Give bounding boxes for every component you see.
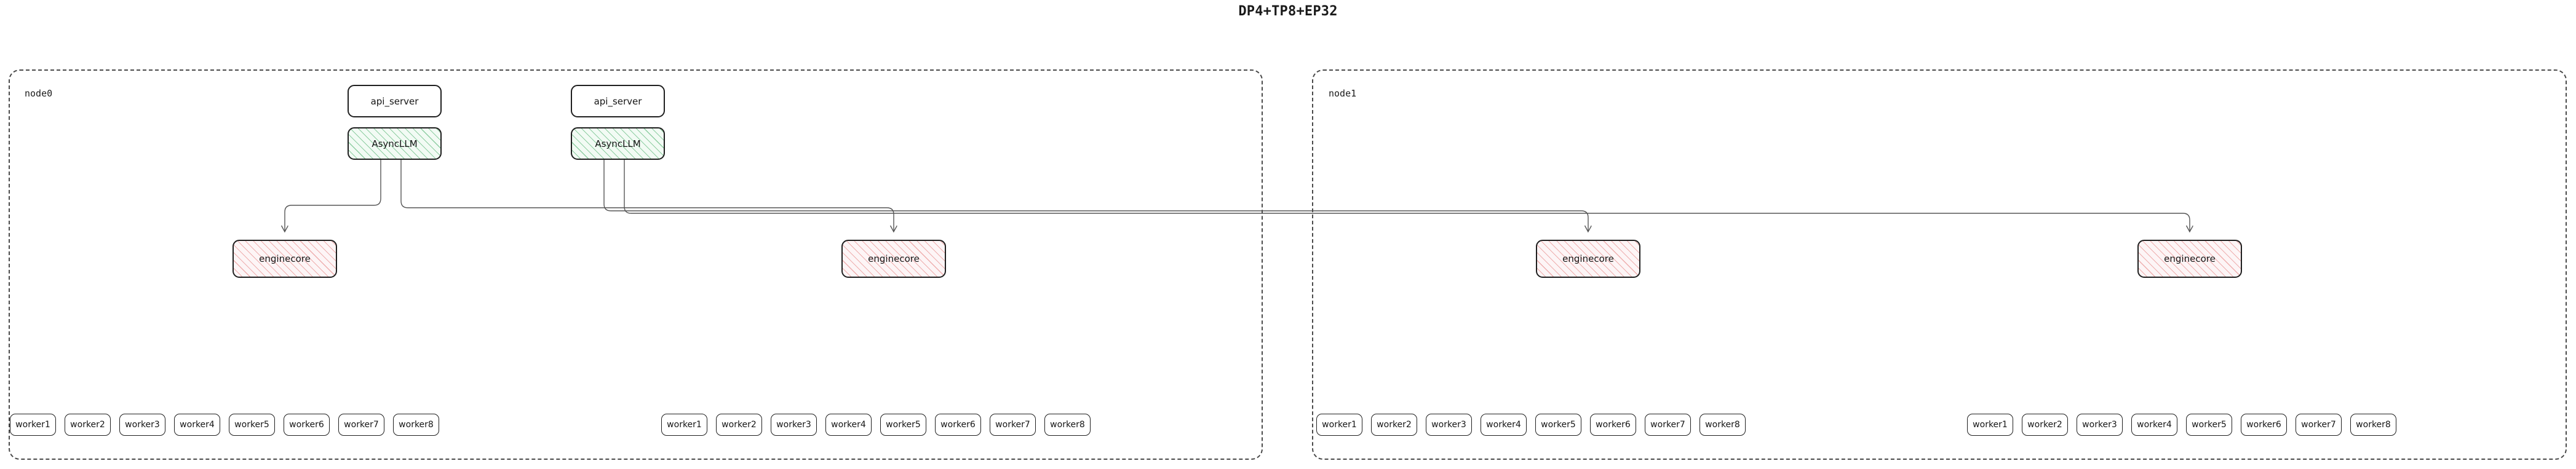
- node-enginecore_3[interactable]: enginecore: [2137, 240, 2242, 278]
- worker-box[interactable]: worker1: [1316, 414, 1362, 436]
- worker-box[interactable]: worker4: [825, 414, 872, 436]
- node-label: enginecore: [1562, 253, 1614, 264]
- worker-label: worker6: [289, 420, 324, 430]
- worker-box[interactable]: worker1: [1967, 414, 2013, 436]
- worker-box[interactable]: worker1: [661, 414, 707, 436]
- worker-box[interactable]: worker8: [2350, 414, 2396, 436]
- cluster-node0: [9, 69, 1263, 460]
- worker-label: worker8: [1705, 420, 1740, 430]
- worker-box[interactable]: worker4: [174, 414, 220, 436]
- worker-box[interactable]: worker1: [10, 414, 56, 436]
- worker-label: worker6: [2246, 420, 2281, 430]
- worker-box[interactable]: worker3: [771, 414, 817, 436]
- worker-box[interactable]: worker2: [716, 414, 762, 436]
- node-enginecore_2[interactable]: enginecore: [1536, 240, 1640, 278]
- node-api_server_1[interactable]: api_server: [571, 85, 665, 117]
- worker-label: worker5: [234, 420, 269, 430]
- worker-label: worker4: [831, 420, 866, 430]
- node-enginecore_1[interactable]: enginecore: [841, 240, 946, 278]
- worker-box[interactable]: worker3: [119, 414, 165, 436]
- worker-box[interactable]: worker8: [393, 414, 439, 436]
- worker-label: worker4: [180, 420, 215, 430]
- worker-box[interactable]: worker7: [2296, 414, 2342, 436]
- node-label: enginecore: [2164, 253, 2216, 264]
- worker-box[interactable]: worker6: [935, 414, 981, 436]
- node-label: enginecore: [259, 253, 311, 264]
- worker-box[interactable]: worker8: [1044, 414, 1091, 436]
- worker-label: worker1: [667, 420, 702, 430]
- worker-label: worker5: [1541, 420, 1576, 430]
- worker-box[interactable]: worker6: [284, 414, 330, 436]
- cluster-label-node0: node0: [25, 88, 53, 99]
- worker-label: worker7: [995, 420, 1030, 430]
- worker-box[interactable]: worker3: [1426, 414, 1472, 436]
- worker-label: worker5: [886, 420, 921, 430]
- worker-label: worker3: [2082, 420, 2117, 430]
- node-label: AsyncLLM: [372, 138, 418, 149]
- worker-box[interactable]: worker4: [1481, 414, 1527, 436]
- worker-label: worker8: [2356, 420, 2391, 430]
- worker-label: worker8: [399, 420, 434, 430]
- worker-box[interactable]: worker5: [229, 414, 275, 436]
- page-title: DP4+TP8+EP32: [1238, 4, 1338, 19]
- worker-label: worker7: [344, 420, 379, 430]
- worker-label: worker3: [1431, 420, 1466, 430]
- cluster-node1: [1312, 69, 2567, 460]
- node-asyncllm_1[interactable]: AsyncLLM: [571, 127, 665, 160]
- node-api_server_0[interactable]: api_server: [348, 85, 442, 117]
- worker-label: worker6: [1596, 420, 1631, 430]
- worker-label: worker3: [776, 420, 811, 430]
- worker-box[interactable]: worker5: [880, 414, 926, 436]
- worker-box[interactable]: worker6: [2241, 414, 2287, 436]
- worker-label: worker3: [125, 420, 160, 430]
- worker-box[interactable]: worker5: [2186, 414, 2232, 436]
- worker-box[interactable]: worker4: [2131, 414, 2177, 436]
- worker-label: worker8: [1050, 420, 1085, 430]
- worker-label: worker2: [70, 420, 105, 430]
- worker-box[interactable]: worker8: [1699, 414, 1746, 436]
- node-label: AsyncLLM: [595, 138, 641, 149]
- worker-label: worker4: [1486, 420, 1521, 430]
- worker-box[interactable]: worker2: [2022, 414, 2068, 436]
- worker-box[interactable]: worker6: [1590, 414, 1636, 436]
- node-label: enginecore: [868, 253, 920, 264]
- worker-label: worker7: [2301, 420, 2336, 430]
- cluster-label-node1: node1: [1329, 88, 1357, 99]
- worker-box[interactable]: worker2: [65, 414, 111, 436]
- worker-label: worker6: [940, 420, 976, 430]
- worker-box[interactable]: worker7: [990, 414, 1036, 436]
- node-enginecore_0[interactable]: enginecore: [233, 240, 337, 278]
- worker-label: worker1: [1322, 420, 1357, 430]
- worker-box[interactable]: worker5: [1535, 414, 1581, 436]
- worker-box[interactable]: worker3: [2077, 414, 2123, 436]
- worker-label: worker1: [1973, 420, 2008, 430]
- worker-label: worker1: [15, 420, 50, 430]
- worker-label: worker2: [1377, 420, 1412, 430]
- worker-label: worker2: [2027, 420, 2062, 430]
- worker-label: worker7: [1650, 420, 1685, 430]
- node-label: api_server: [370, 95, 419, 107]
- worker-label: worker2: [722, 420, 757, 430]
- worker-label: worker4: [2137, 420, 2172, 430]
- worker-label: worker5: [2192, 420, 2227, 430]
- node-label: api_server: [594, 95, 642, 107]
- worker-box[interactable]: worker7: [1645, 414, 1691, 436]
- worker-box[interactable]: worker2: [1371, 414, 1417, 436]
- node-asyncllm_0[interactable]: AsyncLLM: [348, 127, 442, 160]
- worker-box[interactable]: worker7: [338, 414, 384, 436]
